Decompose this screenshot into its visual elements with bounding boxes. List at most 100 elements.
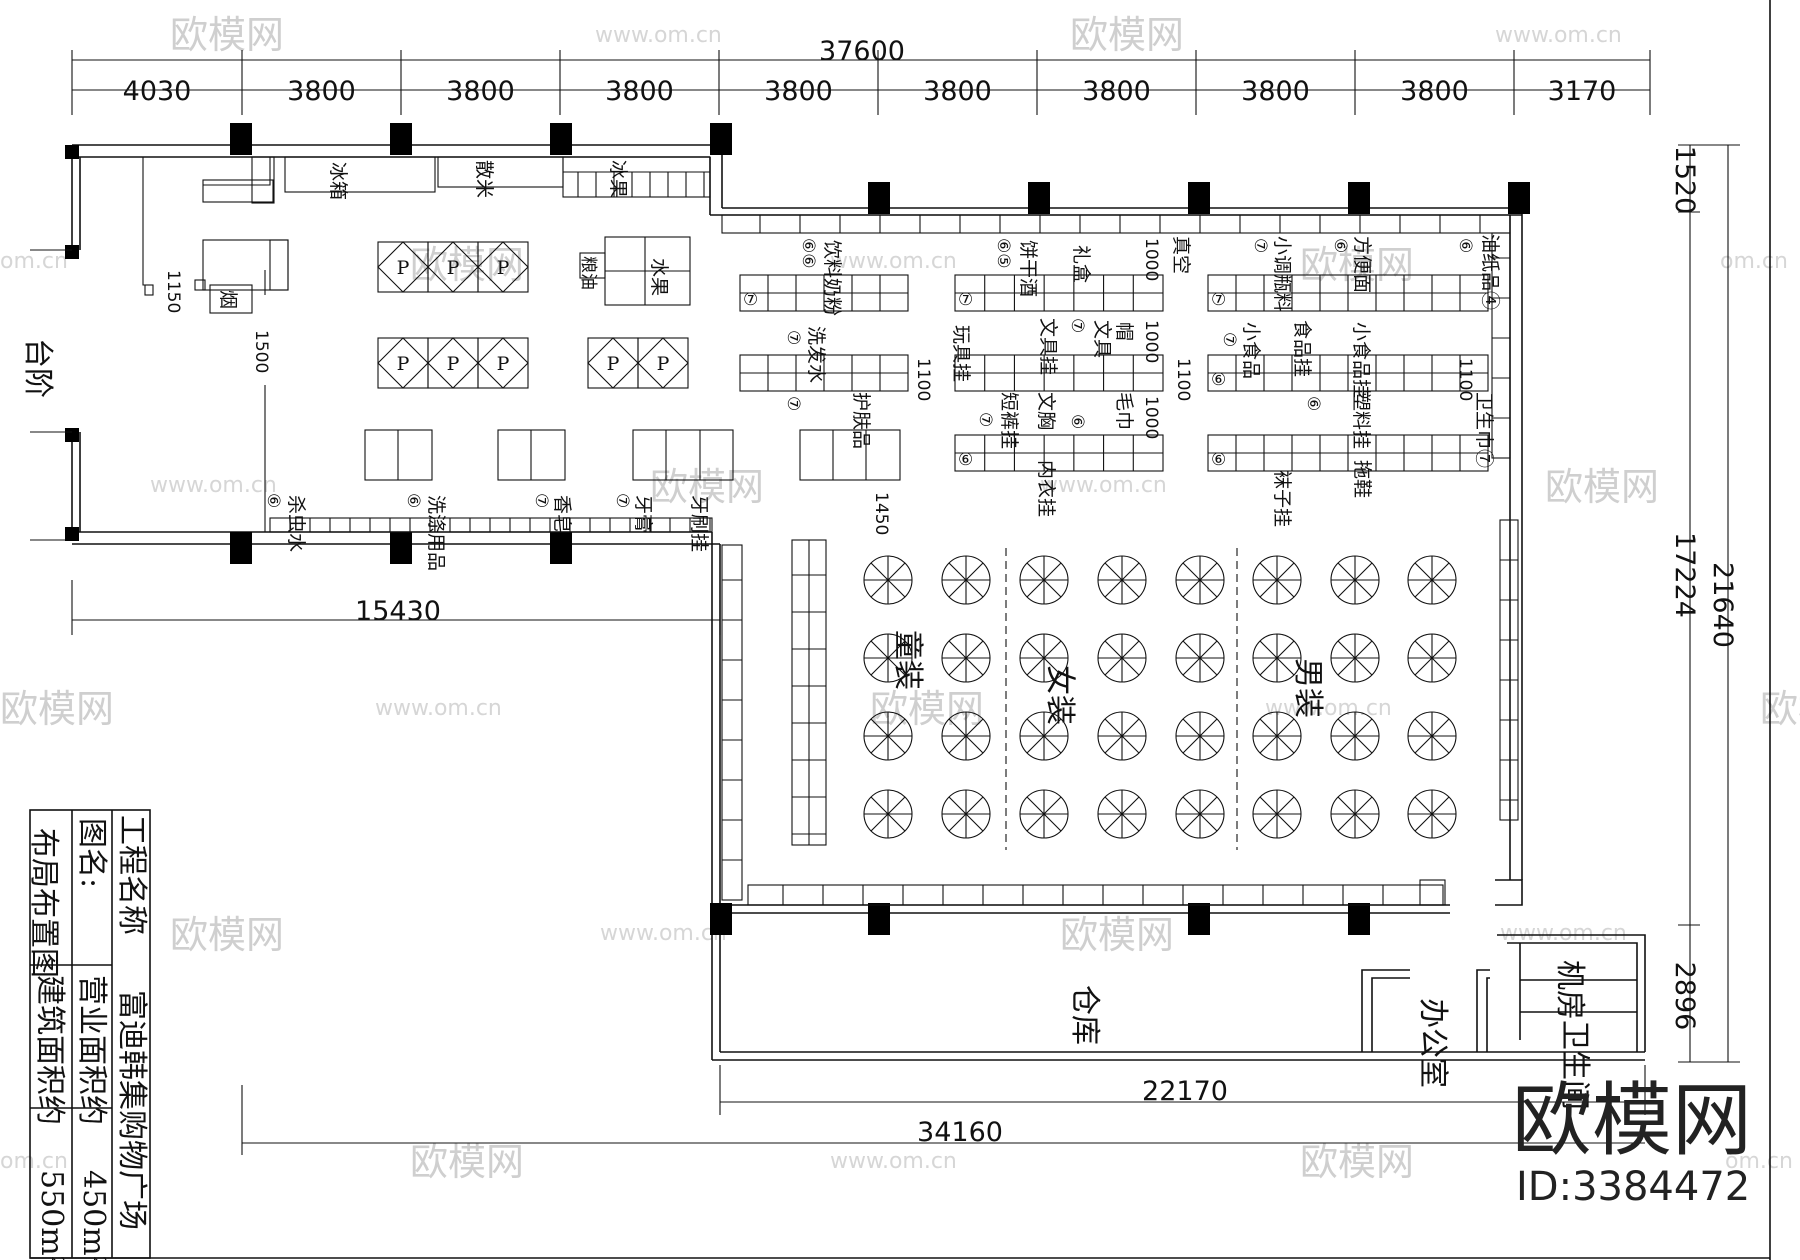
watermark-url: www.om.cn [595,23,722,48]
dimension-1100a: 1100 [913,358,933,401]
watermark-url: om.cn [0,249,68,274]
dimension-segment: 3800 [1082,76,1151,107]
tobacco-counter [209,284,253,314]
column [65,527,79,541]
watermark-url: om.cn [1720,249,1788,274]
label-biscuit-wine-tag: ⑥⑤ [993,238,1013,268]
label-insecticide-tag: ⑥ [263,493,283,508]
label-shampoo: 洗发水 [805,326,827,383]
watermark-group: 欧模网 www.om.cn 欧模网 www.om.cn om.cn 欧模网 ww… [0,13,1800,1184]
watermark-url: www.om.cn [600,921,727,946]
display-tables: 1450 [364,429,901,535]
dimension-segment: 3170 [1548,76,1617,107]
watermark-brand: 欧模网 [870,687,984,731]
brand-id: ID:3384472 [1516,1164,1750,1210]
label-soap-tag: ⑦ [531,493,551,508]
dimension-1500: 1500 [251,330,271,373]
label-detergent: 洗涤用品 [425,495,447,571]
label-tobacco: 烟 [217,290,239,309]
dimension-left-width: 15430 [355,596,441,627]
label-toothbrush: 牙刷挂 [688,495,710,552]
structural-columns [65,123,1530,935]
label-grain-oil: 粮油 [578,256,598,290]
label-fridge: 冰箱 [327,162,349,200]
label-machine-room: 机房 [1552,960,1587,1020]
pallet-label: P [397,353,410,375]
watermark-brand: 欧模网 [410,243,524,287]
label-small-cup-tag: ⑦ [1250,238,1270,253]
dimension-bottom-inner: 22170 [1142,1076,1228,1107]
pallet-label: P [447,257,460,279]
label-instant-noodle: 方便面 [1351,236,1373,293]
dimension-segment: 3800 [1400,76,1469,107]
title-sales-area-label: 营业面积约 [74,975,109,1125]
freezer-shelf [562,156,711,198]
label-drink-milk-tag: ⑥⑥ [798,238,818,268]
shelf-tag: ⑥ [1211,450,1226,470]
label-shorts: 短裤挂 [998,392,1020,449]
dimension-segment: 3800 [1241,76,1310,107]
column [1188,903,1208,919]
pallet-label: P [447,353,460,375]
product-labels: ⑥⑥ 饮料奶粉 ⑥⑤ 饼干酒 礼盒 1000 真空 ⑦ 小调瓶料 ⑥ 方便面 ⑥… [783,234,1501,527]
label-vacuum: 真空 [1170,236,1192,274]
label-womens-wear: 女装 [1042,665,1077,725]
pallet-label: P [397,257,410,279]
label-towel: 毛巾 [1113,392,1135,430]
shelf-tag: ⑥ [958,450,973,470]
building-walls [30,144,1646,1061]
column [1348,903,1370,935]
label-skin-care: 护肤品 [850,392,872,449]
label-slippers: 拖鞋 [1351,460,1373,498]
title-sales-area-value: 450m² [76,1170,111,1260]
title-block: 工程名称 富迪韩集购物广场 图名: 布局布置图 营业面积约 450m² 建筑面积… [26,809,151,1260]
label-fruit: 水果 [648,258,670,296]
label-oil-paper: 油纸品④ [1479,234,1501,310]
dimension-segment: 3800 [605,76,674,107]
dimension-1000a: 1000 [1141,238,1161,281]
clothing-racks [863,555,1457,839]
dimension-1000c: 1000 [1141,396,1161,439]
label-office: 办公室 [1415,998,1450,1088]
label-small-cup: 小调瓶料 [1271,236,1293,312]
watermark-brand: 欧模网 [170,13,284,57]
label-kids-wear: 童装 [890,630,925,690]
title-drawing-value: 布局布置图 [26,828,61,978]
label-food-hang: 食品挂 [1291,320,1313,377]
shelf-tag: ⑥ [1211,370,1226,390]
label-shampoo-tag: ⑦ [783,330,803,345]
title-project-label: 工程名称 [114,815,149,935]
watermark-url: www.om.cn [150,473,277,498]
top-wall-shelves: 冰箱 散米 冰果 [284,156,711,200]
label-skin-care-tag: ⑦ [783,396,803,411]
label-sanitary-tag: ⑥ [1455,238,1475,253]
label-soap: 香皂 [551,495,573,533]
dimension-1150: 1150 [163,270,183,313]
column [390,532,412,564]
label-underwear: 内衣挂 [1035,460,1057,517]
bottom-dimension-lines: 15430 22170 34160 [71,580,1646,1155]
watermark-brand: 欧模网 [0,687,114,731]
dimension-segment: 3800 [446,76,515,107]
title-building-area-label: 建筑面积约 [32,975,67,1125]
watermark-brand: 欧模网 [1760,687,1800,731]
top-right-wall-shelf [721,214,1511,234]
column [1028,182,1050,214]
label-sanitary: 卫生巾⑦ [1473,392,1495,468]
dimension-1100c: 1100 [1455,358,1475,401]
label-socks: 袜子挂 [1271,470,1293,527]
label-gift-box-tag: ⑦ [1067,318,1087,333]
watermark-url: www.om.cn [375,696,502,721]
column [550,123,572,155]
label-warehouse: 仓库 [1067,985,1102,1045]
label-small-food-hang: 小食品挂 [1350,322,1372,398]
dimension-segment: 4030 [123,76,192,107]
watermark-layer: 欧模网 www.om.cn 欧模网 www.om.cn om.cn 欧模网 ww… [0,13,1800,1184]
watermark-brand: 欧模网 [1070,13,1184,57]
label-mens-wear: 男装 [1290,658,1325,718]
watermark-url: www.om.cn [830,1149,957,1174]
pallet-label: P [657,353,670,375]
label-noodle-tag: ⑥ [1330,238,1350,253]
title-building-area-value: 550m² [34,1170,69,1260]
